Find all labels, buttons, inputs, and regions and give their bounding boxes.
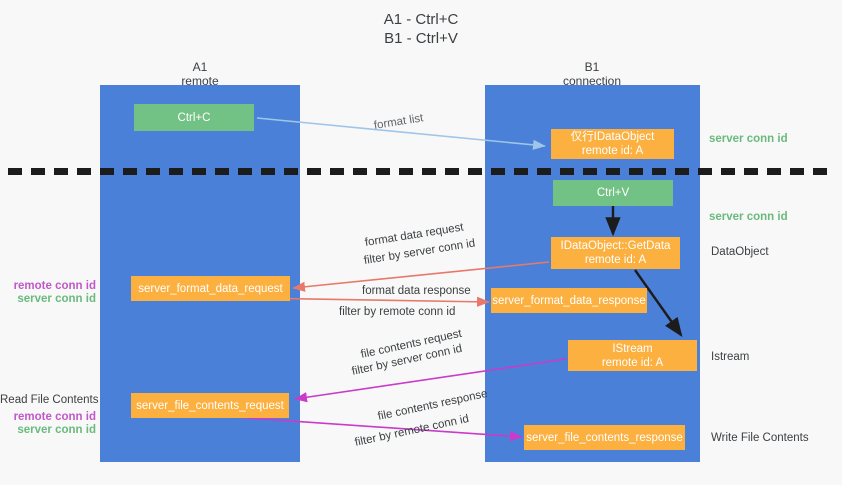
edge-label-format-data-response-filter: filter by remote conn id: [339, 305, 455, 319]
box-idataobject-getdata[interactable]: IDataObject::GetData remote id: A: [551, 237, 680, 269]
left-label-server-conn-id-2: server conn id: [17, 424, 96, 436]
edge-label-file-contents-response-filter: filter by remote conn id: [354, 412, 471, 450]
box-server-format-data-response[interactable]: server_format_data_response: [491, 288, 647, 313]
box-server-format-data-request-label: server_format_data_request: [138, 282, 283, 295]
box-istream-line2: remote id: A: [601, 356, 664, 369]
box-istream[interactable]: IStream remote id: A: [568, 340, 697, 371]
box-server-format-data-request[interactable]: server_format_data_request: [131, 276, 290, 301]
box-ctrl-v-label: Ctrl+V: [596, 187, 630, 199]
box-ctrl-c-label: Ctrl+C: [177, 111, 211, 124]
box-istream-line1: IStream: [612, 342, 653, 355]
box-server-file-contents-request-label: server_file_contents_request: [136, 399, 284, 412]
right-label-write-file-contents: Write File Contents: [711, 432, 809, 444]
filter-prefix: filter by: [363, 248, 405, 267]
box-server-file-contents-response[interactable]: server_file_contents_response: [524, 425, 685, 450]
box-server-file-contents-response-label: server_file_contents_response: [526, 431, 683, 444]
filter-prefix: filter by: [350, 357, 393, 378]
left-label-remote-conn-id-2: remote conn id: [13, 411, 96, 423]
page-title-line2: B1 - Ctrl+V: [384, 30, 458, 47]
edge-label-format-data-response: format data response: [362, 285, 471, 297]
box-getdata-line1: IDataObject::GetData: [560, 240, 671, 252]
left-label-remote-conn-id-1: remote conn id: [13, 280, 96, 292]
box-ctrl-c[interactable]: Ctrl+C: [134, 104, 254, 131]
box-idataobject-line1: 仅行IDataObject: [570, 131, 655, 143]
box-ctrl-v[interactable]: Ctrl+V: [553, 180, 673, 206]
column-header-a1-name: A1: [192, 60, 208, 74]
left-label-server-conn-id-1: server conn id: [17, 293, 96, 305]
right-label-server-conn-id-mid: server conn id: [709, 211, 788, 223]
box-getdata-line2: remote id: A: [584, 254, 647, 266]
filter-prefix: filter by: [353, 428, 396, 449]
divider-dashed-line: [8, 168, 834, 175]
right-label-server-conn-id-top: server conn id: [709, 133, 788, 145]
column-header-a1: A1 remote: [120, 60, 280, 88]
column-header-b1-sub: connection: [562, 74, 622, 88]
edge-label-format-list: format list: [373, 112, 425, 132]
right-label-istream: Istream: [711, 351, 750, 363]
filter-key-remote-conn-id: remote conn id: [379, 306, 456, 318]
left-label-read-file-contents: Read File Contents: [0, 394, 99, 406]
page-title-line1: A1 - Ctrl+C: [383, 11, 459, 28]
filter-prefix: filter by: [339, 306, 380, 318]
column-header-a1-sub: remote: [181, 74, 219, 88]
box-server-format-data-response-label: server_format_data_response: [492, 294, 646, 307]
box-server-file-contents-request[interactable]: server_file_contents_request: [131, 393, 289, 418]
box-idataobject[interactable]: 仅行IDataObject remote id: A: [551, 129, 674, 159]
box-idataobject-line2: remote id: A: [581, 145, 644, 157]
column-header-b1: B1 connection: [512, 60, 672, 88]
right-label-dataobject: DataObject: [711, 246, 769, 258]
column-header-b1-name: B1: [584, 60, 600, 74]
